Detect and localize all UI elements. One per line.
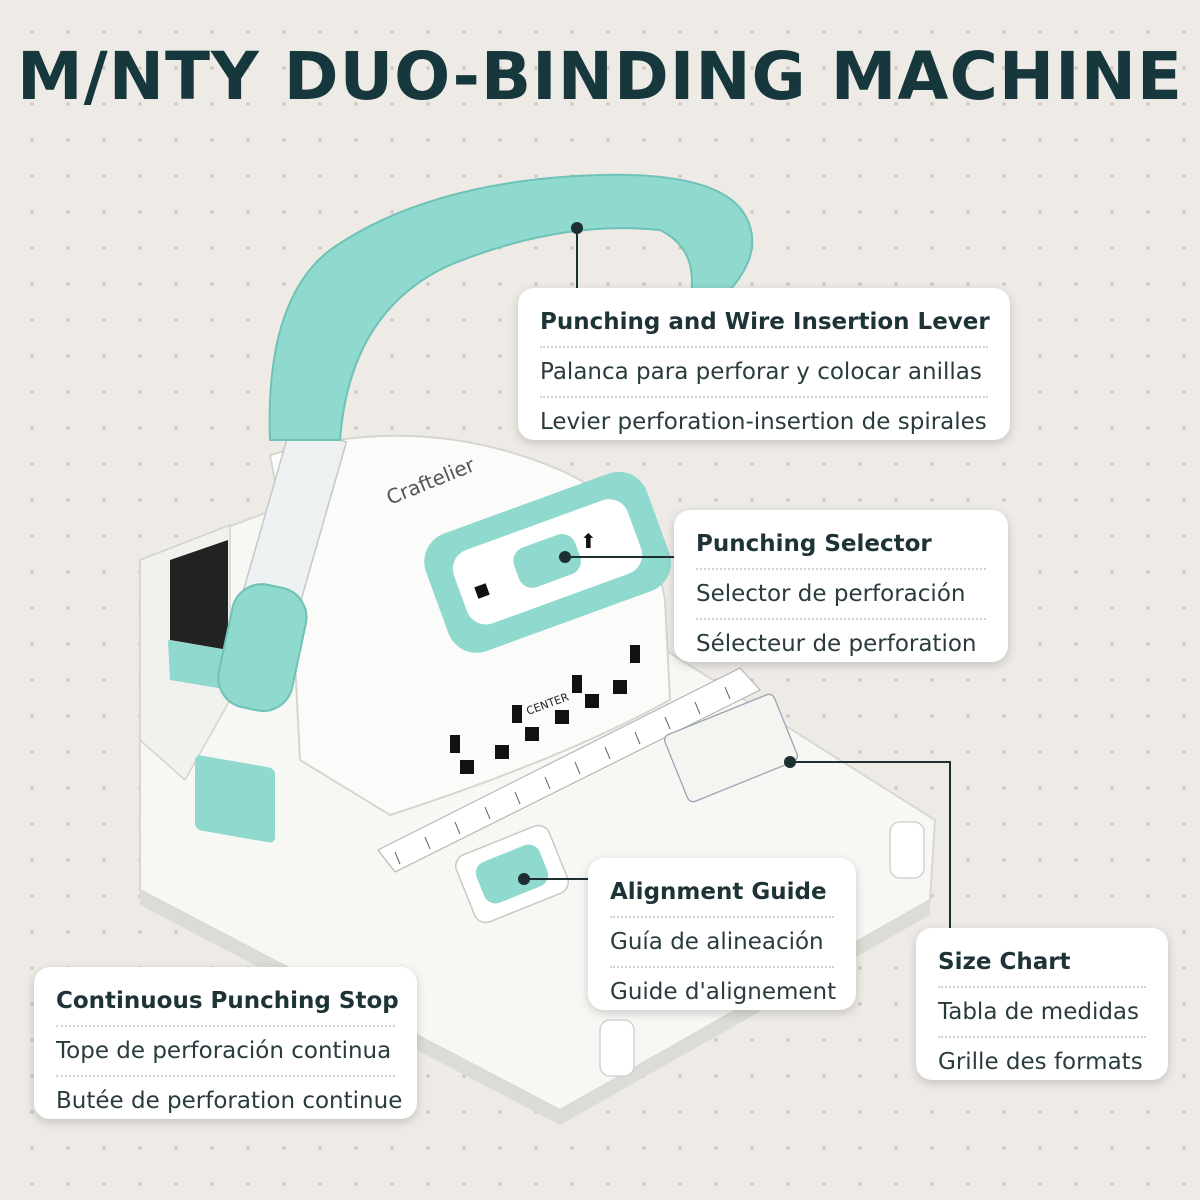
lever-handle-cap-left — [217, 583, 308, 712]
callout-size-chart-es: Tabla de medidas — [938, 988, 1146, 1038]
stop-control — [195, 755, 275, 843]
callout-stop-es: Tope de perforación continua — [56, 1027, 395, 1077]
callout-stop-en: Continuous Punching Stop — [56, 977, 399, 1027]
callout-lever-en: Punching and Wire Insertion Lever — [540, 298, 990, 348]
page-title: M/NTY DUO-BINDING MACHINE — [16, 38, 1184, 115]
alignment-guide-knob — [475, 844, 549, 904]
callout-selector: Punching Selector Selector de perforació… — [674, 510, 1008, 662]
size-chart-plate — [663, 693, 799, 803]
callout-anchor-dots — [518, 222, 796, 885]
selector-mushroom-mark: ⬆ — [580, 529, 597, 553]
slot-mint-tray — [168, 640, 230, 690]
bottom-clip — [599, 1019, 635, 1077]
callout-alignment-fr: Guide d'alignement — [610, 979, 837, 1005]
callout-size-chart: Size Chart Tabla de medidas Grille des f… — [916, 928, 1168, 1080]
callout-alignment-es: Guía de alineación — [610, 918, 834, 968]
callout-alignment: Alignment Guide Guía de alineación Guide… — [588, 858, 856, 1010]
callout-stop: Continuous Punching Stop Tope de perfora… — [34, 967, 417, 1119]
lever-handle — [268, 173, 754, 441]
callout-lever-es: Palanca para perforar y colocar anillas — [540, 348, 988, 398]
selector-square-mark — [474, 583, 490, 599]
right-clip — [889, 821, 925, 879]
selector-knob — [513, 533, 581, 588]
callout-alignment-en: Alignment Guide — [610, 868, 834, 918]
paper-slot — [170, 540, 228, 650]
callout-size-chart-fr: Grille des formats — [938, 1049, 1143, 1075]
callout-selector-en: Punching Selector — [696, 520, 986, 570]
callout-lever-fr: Levier perforation-insertion de spirales — [540, 409, 987, 435]
ruler-ticks — [394, 686, 731, 865]
callout-size-chart-en: Size Chart — [938, 938, 1146, 988]
callout-selector-es: Selector de perforación — [696, 570, 986, 620]
ruler-strip — [377, 667, 761, 873]
callout-lever: Punching and Wire Insertion Lever Palanc… — [518, 288, 1010, 440]
callout-selector-fr: Sélecteur de perforation — [696, 631, 977, 657]
hole-pattern-marks — [450, 645, 640, 774]
callout-stop-fr: Butée de perforation continue — [56, 1088, 403, 1114]
